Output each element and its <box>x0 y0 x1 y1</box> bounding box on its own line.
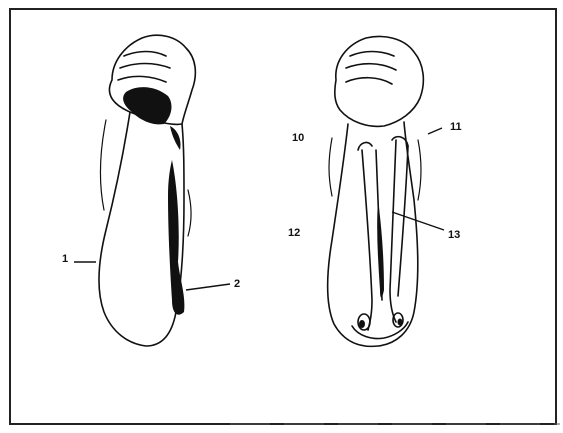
label-2: 2 <box>234 278 240 290</box>
right-finger-lines <box>346 52 396 85</box>
ulna-bone <box>390 140 408 322</box>
left-muscle-shadow <box>168 160 184 315</box>
label-11: 11 <box>450 121 462 133</box>
left-wrist-shadow <box>170 126 181 150</box>
right-back-contour <box>329 138 332 196</box>
leader-line-13 <box>392 212 444 230</box>
interosseous-shadow <box>377 200 384 298</box>
right-forearm-drawing <box>328 37 424 347</box>
elbow-shadow-right <box>398 319 403 326</box>
leader-line-2 <box>186 284 230 290</box>
label-1: 1 <box>62 253 68 265</box>
leader-lines <box>74 128 444 290</box>
left-arm-shading <box>123 87 184 315</box>
left-back-contour <box>100 120 106 210</box>
left-finger-lines <box>118 52 170 83</box>
label-13: 13 <box>448 229 460 241</box>
right-front-contour <box>418 140 421 200</box>
label-12: 12 <box>288 227 300 239</box>
right-forearm-outline <box>328 122 418 346</box>
left-front-contour <box>188 190 191 236</box>
right-arm-shading <box>359 200 403 328</box>
label-10: 10 <box>292 132 304 144</box>
figure-frame <box>10 9 556 424</box>
leader-line-11 <box>428 128 442 134</box>
wrist-bone-heads <box>358 137 408 150</box>
left-fist-shadow <box>123 87 171 124</box>
elbow-shadow-left <box>359 320 365 328</box>
